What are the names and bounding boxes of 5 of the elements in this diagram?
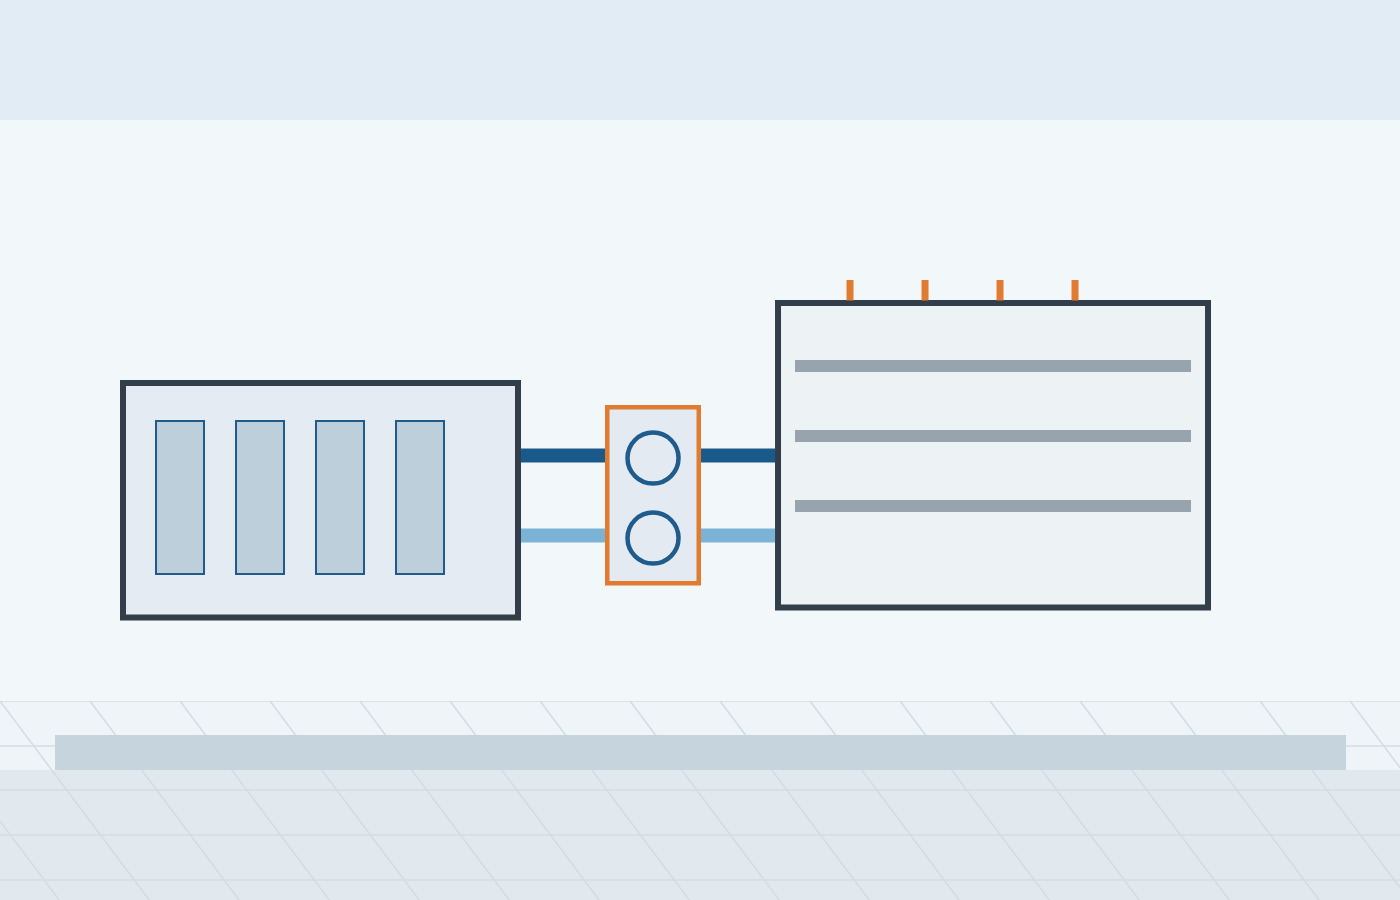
junction-box: [605, 405, 701, 586]
cable-line: [701, 448, 775, 463]
cable-line: [521, 528, 605, 543]
cable-line: [521, 448, 605, 463]
cable-line: [701, 528, 775, 543]
